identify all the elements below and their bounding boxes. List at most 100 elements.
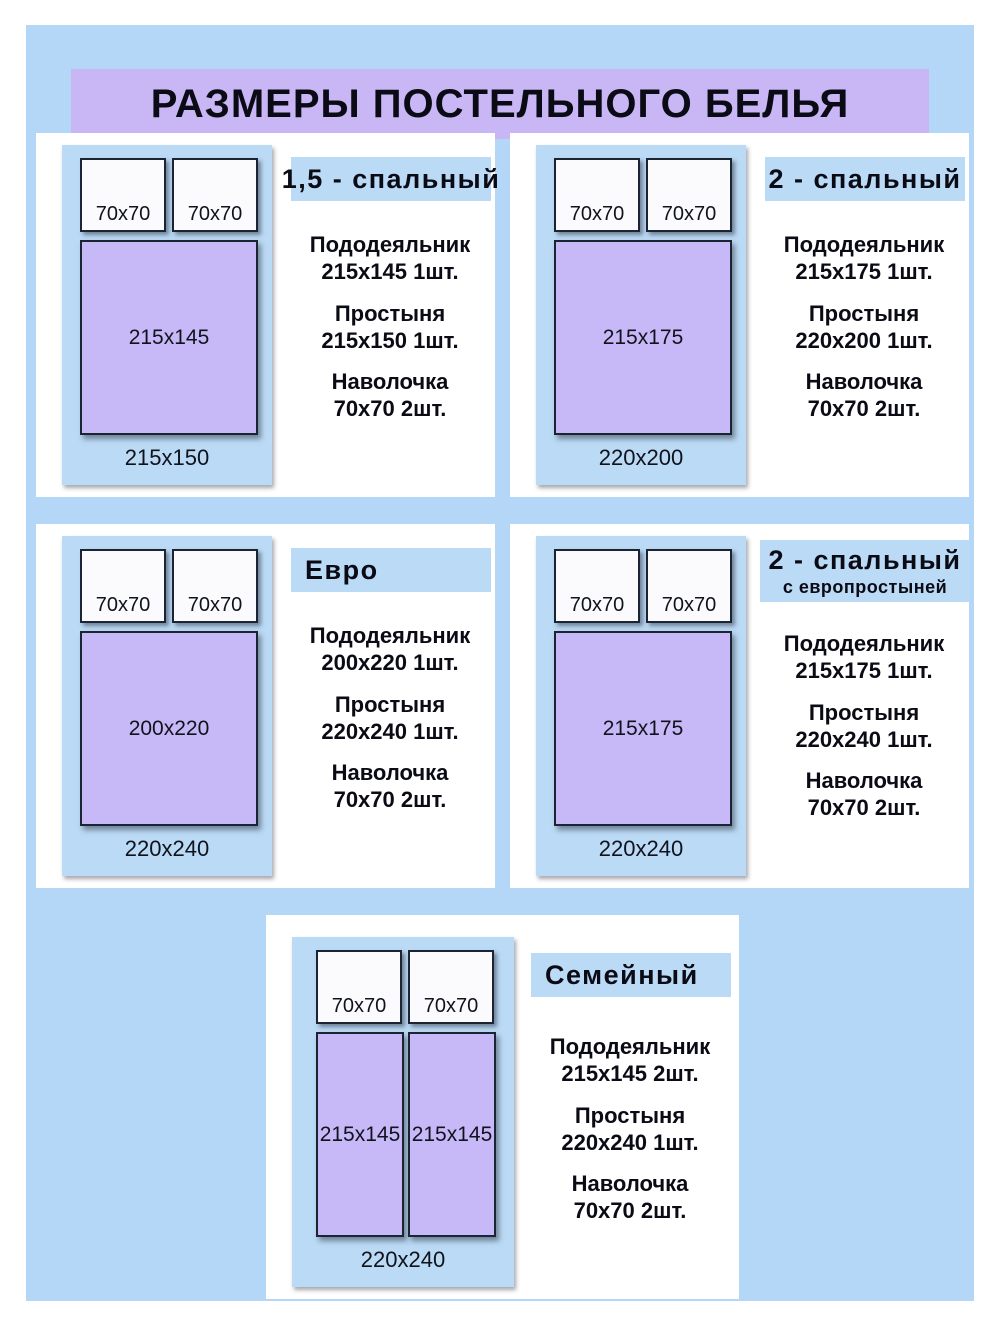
spec-duvet: Пододеяльник 215x175 1шт.: [758, 630, 970, 685]
pillow-left: 70x70: [554, 549, 640, 623]
spec-duvet-name: Пододеяльник: [309, 232, 471, 257]
pillow-right-label: 70x70: [661, 203, 717, 225]
mattress-main: 215x145: [80, 240, 258, 435]
spec-sheet: Простыня 220x200 1шт.: [758, 300, 970, 355]
bed-diagram-panel: 70x70 70x70 200x220 220x240: [62, 536, 272, 876]
mattress-right-label: 215x145: [411, 1122, 493, 1146]
spec-sheet-name: Простыня: [574, 1102, 686, 1128]
mattress-main: 200x220: [80, 631, 258, 826]
bed-diagram-panel: 70x70 70x70 215x145 215x145 220x240: [292, 937, 514, 1287]
pillow-right: 70x70: [408, 950, 494, 1024]
spec-pillowcase: Наволочка 70x70 2шт.: [524, 1170, 736, 1225]
pillow-left: 70x70: [80, 549, 166, 623]
spec-duvet: Пододеяльник 215x145 2шт.: [524, 1033, 736, 1088]
spec-sheet-value: 220x240 1шт.: [561, 1129, 699, 1155]
set-heading-banner: Евро: [291, 548, 491, 592]
spec-pillowcase-name: Наволочка: [805, 369, 923, 395]
spec-duvet-value: 200x220 1шт.: [321, 650, 459, 676]
spec-sheet-name: Простыня: [808, 699, 920, 725]
spec-duvet-name: Пододеяльник: [549, 1034, 711, 1059]
pillow-right: 70x70: [172, 549, 258, 623]
set-card-dvuspalny-evroprostynya[interactable]: 70x70 70x70 215x175 220x240 2 - спальный…: [510, 524, 970, 888]
spec-pillowcase-name: Наволочка: [805, 768, 923, 794]
poster-title-banner: РАЗМЕРЫ ПОСТЕЛЬНОГО БЕЛЬЯ: [71, 69, 929, 139]
spec-duvet: Пододеяльник 200x220 1шт.: [284, 622, 496, 677]
spec-pillowcase-value: 70x70 2шт.: [573, 1198, 687, 1224]
pillow-left: 70x70: [316, 950, 402, 1024]
mattress-main-label: 215x175: [602, 325, 684, 349]
sheet-size-label: 220x200: [598, 445, 684, 470]
pillow-left: 70x70: [80, 158, 166, 232]
mattress-right: 215x145: [408, 1032, 496, 1237]
mattress-left: 215x145: [316, 1032, 404, 1237]
set-heading-text: 2 - спальный: [768, 544, 962, 575]
set-heading-text: 1,5 - спальный: [281, 163, 501, 194]
set-heading-text: 2 - спальный: [768, 163, 962, 194]
spec-duvet-value: 215x145 1шт.: [321, 259, 459, 285]
spec-sheet-value: 220x200 1шт.: [795, 327, 933, 353]
page-title: РАЗМЕРЫ ПОСТЕЛЬНОГО БЕЛЬЯ: [150, 81, 850, 126]
set-heading-text: Семейный: [545, 959, 699, 990]
set-spec-list: Пододеяльник 215x145 2шт. Простыня 220x2…: [524, 1033, 736, 1225]
sheet-size-label: 220x240: [598, 836, 684, 861]
bed-diagram-panel: 70x70 70x70 215x175 220x200: [536, 145, 746, 485]
mattress-main: 215x175: [554, 631, 732, 826]
spec-sheet-name: Простыня: [808, 300, 920, 326]
pillow-right: 70x70: [172, 158, 258, 232]
spec-pillowcase-value: 70x70 2шт.: [333, 396, 447, 422]
pillow-right: 70x70: [646, 549, 732, 623]
set-heading-text: Евро: [305, 554, 379, 585]
spec-sheet: Простыня 220x240 1шт.: [758, 699, 970, 754]
pillow-right-label: 70x70: [423, 995, 479, 1017]
pillow-right-label: 70x70: [187, 594, 243, 616]
spec-sheet: Простыня 220x240 1шт.: [524, 1102, 736, 1157]
spec-sheet-value: 215x150 1шт.: [321, 327, 459, 353]
spec-sheet-name: Простыня: [334, 691, 446, 717]
spec-duvet-value: 215x175 1шт.: [795, 658, 933, 684]
set-spec-list: Пододеяльник 200x220 1шт. Простыня 220x2…: [284, 622, 496, 814]
spec-sheet-value: 220x240 1шт.: [795, 726, 933, 752]
spec-pillowcase-value: 70x70 2шт.: [333, 787, 447, 813]
spec-sheet: Простыня 215x150 1шт.: [284, 300, 496, 355]
pillow-right-label: 70x70: [187, 203, 243, 225]
set-heading-banner: Семейный: [531, 953, 731, 997]
sheet-size-label: 220x240: [124, 836, 210, 861]
pillow-left-label: 70x70: [95, 594, 151, 616]
spec-pillowcase: Наволочка 70x70 2шт.: [284, 759, 496, 814]
mattress-left-label: 215x145: [319, 1122, 401, 1146]
pillow-left-label: 70x70: [331, 995, 387, 1017]
spec-pillowcase-name: Наволочка: [571, 1171, 689, 1197]
set-card-semeyny[interactable]: 70x70 70x70 215x145 215x145 220x240 Семе…: [266, 915, 739, 1299]
bed-diagram-panel: 70x70 70x70 215x145 215x150: [62, 145, 272, 485]
spec-pillowcase: Наволочка 70x70 2шт.: [758, 767, 970, 822]
pillow-left-label: 70x70: [569, 203, 625, 225]
set-heading-banner: 2 - спальный с европростыней: [760, 540, 970, 602]
mattress-main-label: 215x145: [128, 325, 210, 349]
set-spec-list: Пододеяльник 215x175 1шт. Простыня 220x2…: [758, 231, 970, 423]
spec-sheet-name: Простыня: [334, 300, 446, 326]
spec-pillowcase-name: Наволочка: [331, 369, 449, 395]
spec-duvet: Пододеяльник 215x175 1шт.: [758, 231, 970, 286]
set-card-evro[interactable]: 70x70 70x70 200x220 220x240 Евро Пододея…: [36, 524, 495, 888]
spec-pillowcase-value: 70x70 2шт.: [807, 795, 921, 821]
mattress-main-label: 200x220: [128, 716, 210, 740]
sheet-size-label: 215x150: [124, 445, 210, 470]
spec-duvet-name: Пододеяльник: [783, 631, 945, 656]
pillow-right-label: 70x70: [661, 594, 717, 616]
spec-sheet-value: 220x240 1шт.: [321, 718, 459, 744]
spec-pillowcase: Наволочка 70x70 2шт.: [284, 368, 496, 423]
sheet-size-label: 220x240: [360, 1247, 446, 1272]
pillow-left-label: 70x70: [569, 594, 625, 616]
spec-duvet-name: Пододеяльник: [309, 623, 471, 648]
bed-diagram-panel: 70x70 70x70 215x175 220x240: [536, 536, 746, 876]
set-card-odno-s-polovinoy[interactable]: 70x70 70x70 215x145 215x150 1,5 - спальн…: [36, 133, 499, 497]
set-card-dvuspalny[interactable]: 70x70 70x70 215x175 220x200 2 - спальный…: [510, 133, 969, 497]
set-spec-list: Пододеяльник 215x175 1шт. Простыня 220x2…: [758, 630, 970, 822]
pillow-right: 70x70: [646, 158, 732, 232]
spec-duvet-value: 215x175 1шт.: [795, 259, 933, 285]
spec-pillowcase-name: Наволочка: [331, 760, 449, 786]
mattress-main-label: 215x175: [602, 716, 684, 740]
spec-duvet-name: Пододеяльник: [783, 232, 945, 257]
pillow-left-label: 70x70: [95, 203, 151, 225]
spec-sheet: Простыня 220x240 1шт.: [284, 691, 496, 746]
